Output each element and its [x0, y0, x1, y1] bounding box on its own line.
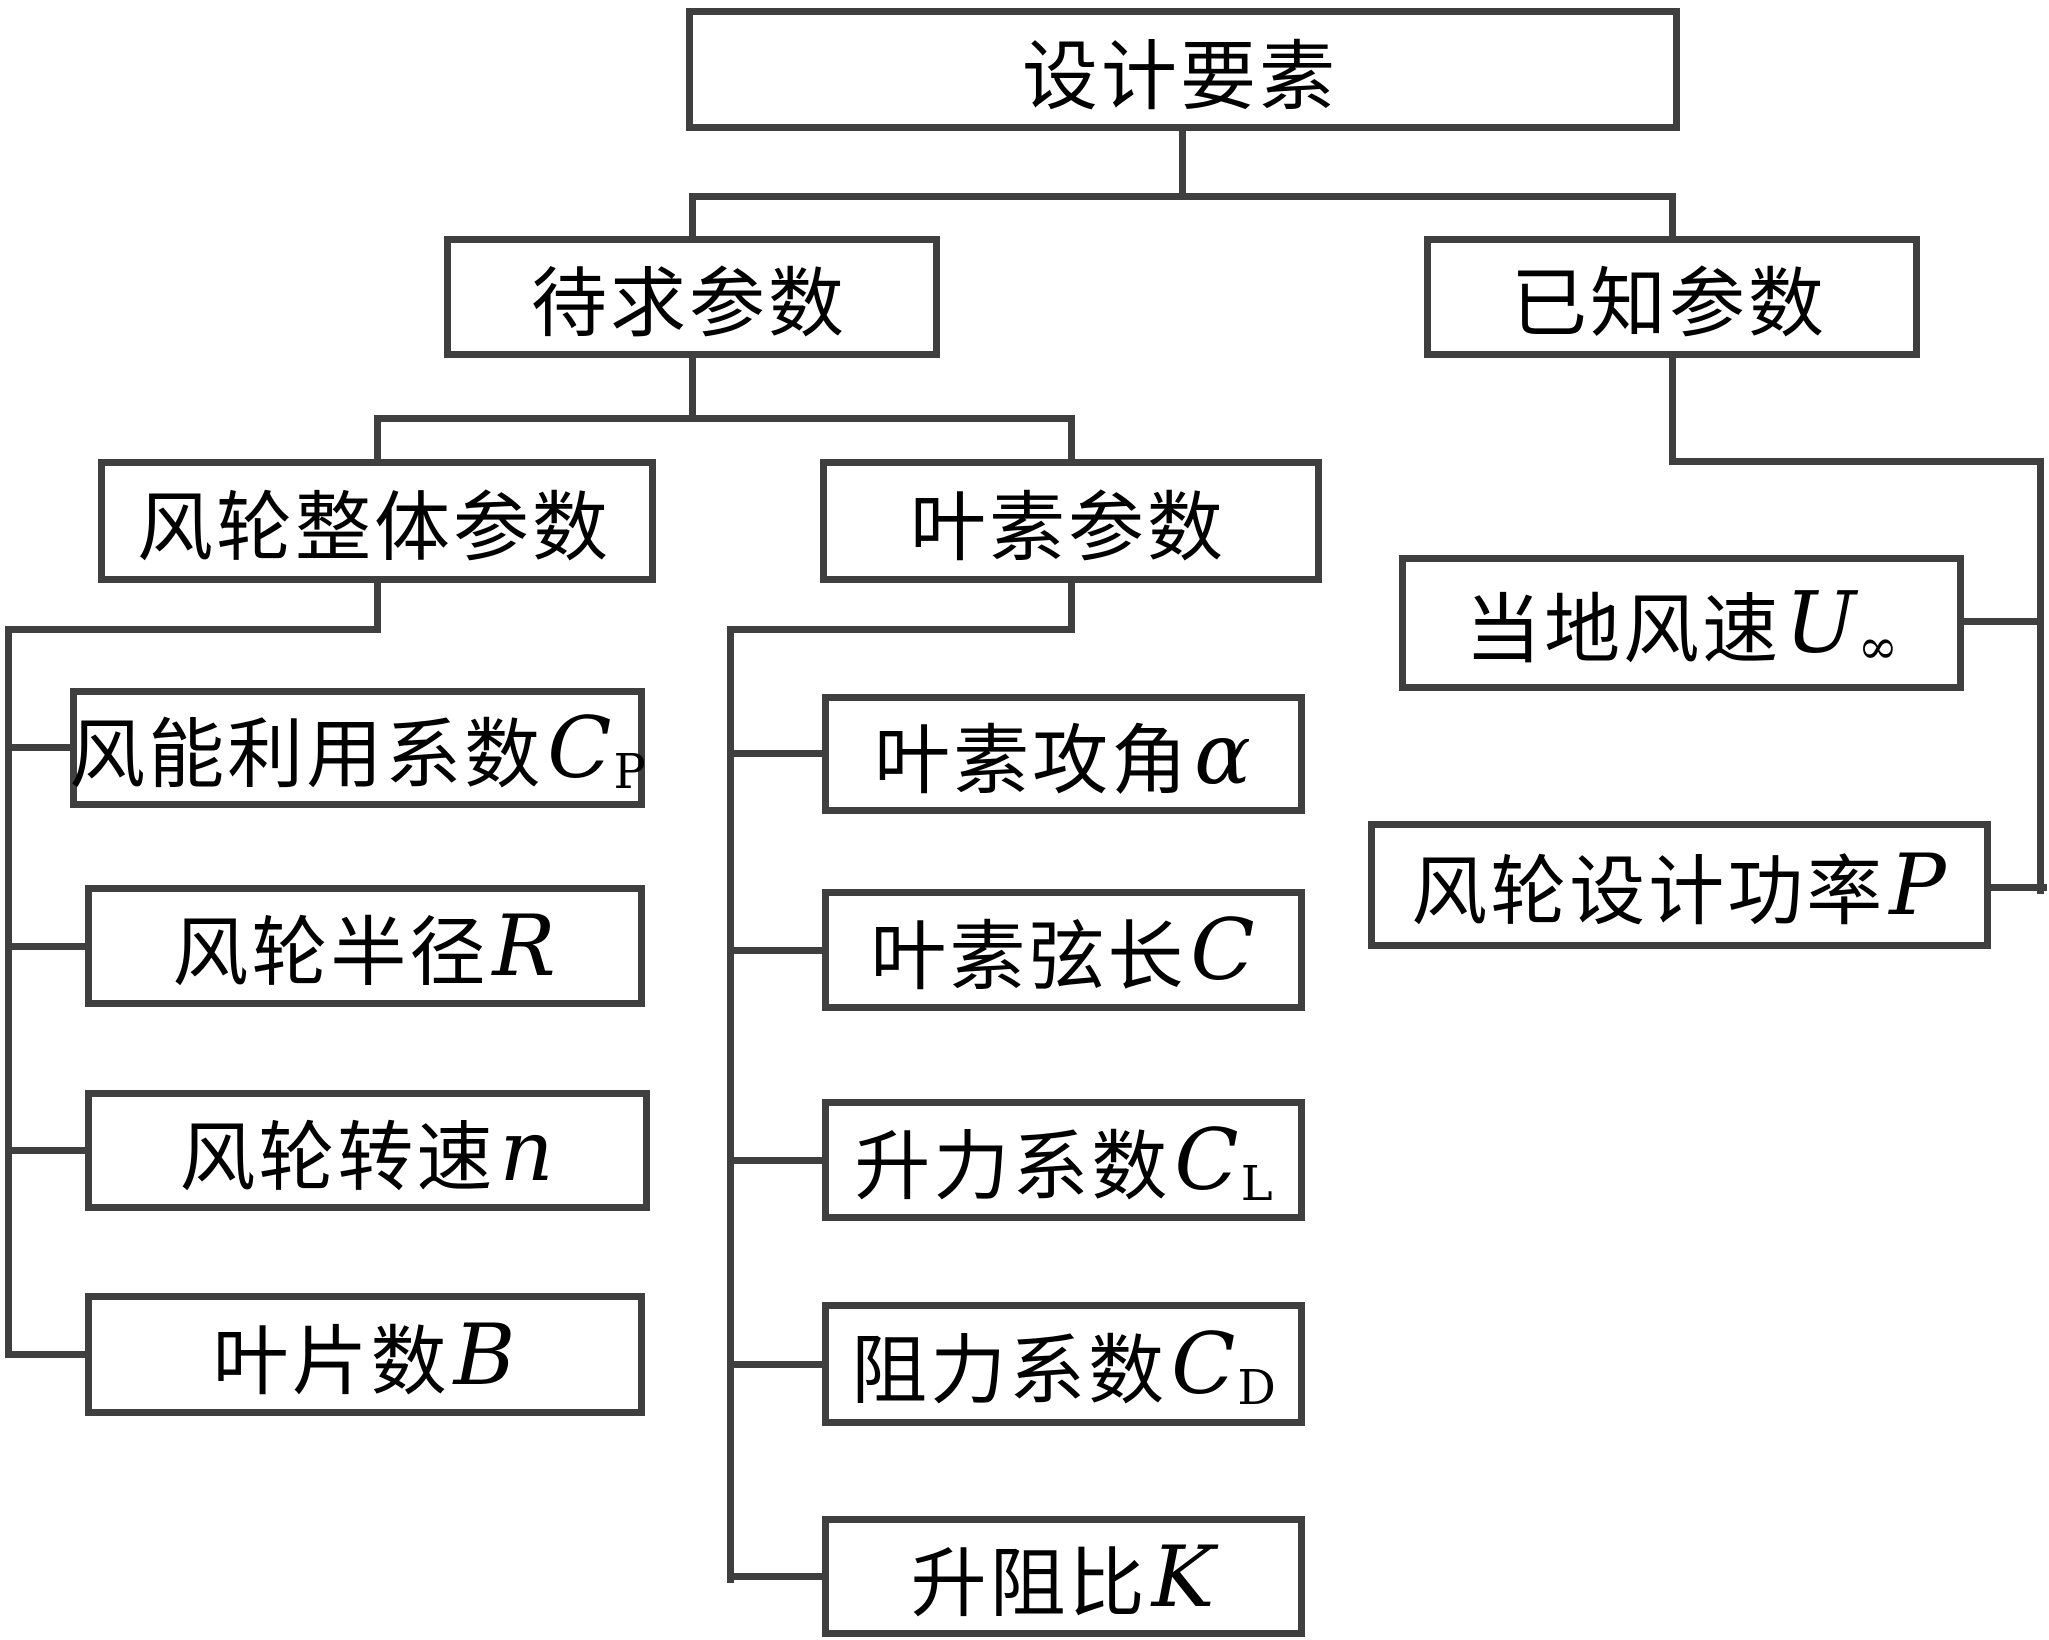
connector-middle-elbow — [727, 626, 1075, 633]
connector-unknown-drop — [689, 193, 696, 243]
node-symbol: C — [547, 699, 612, 797]
node-subscript: L — [1240, 1156, 1273, 1212]
connector-left-rail — [5, 626, 12, 1358]
node-symbol: R — [492, 897, 556, 995]
node-label: 已知参数 — [1511, 263, 1827, 347]
node-subscript: D — [1237, 1360, 1276, 1416]
node-blade-element-params: 叶素参数 — [820, 459, 1322, 583]
node-symbol: n — [499, 1101, 554, 1200]
node-design-elements: 设计要素 — [686, 8, 1680, 131]
node-label: 叶素参数 — [910, 487, 1226, 571]
connector-blade-element-drop — [1068, 415, 1075, 466]
node-symbol: α — [1194, 705, 1251, 803]
node-label: 叶素弦长 — [870, 916, 1187, 1000]
node-symbol: U — [1785, 574, 1856, 672]
node-symbol: B — [453, 1305, 516, 1404]
node-label: 阻力系数 — [851, 1330, 1168, 1414]
node-subscript: P — [613, 744, 646, 800]
node-symbol: K — [1151, 1527, 1215, 1626]
connector-stub-speed — [5, 1147, 90, 1154]
connector-stub-k — [727, 1573, 827, 1580]
node-symbol: C — [1174, 1111, 1239, 1209]
node-unknown-params: 待求参数 — [444, 236, 940, 358]
node-label: 风轮设计功率 — [1411, 851, 1886, 935]
connector-middle-rail — [727, 626, 734, 1583]
node-subscript: ∞ — [1857, 619, 1898, 675]
node-label: 风轮转速 — [179, 1116, 496, 1201]
connector-stub-local-wind — [1960, 618, 2044, 625]
connector-stub-radius — [5, 943, 90, 950]
connector-right-rail — [2037, 458, 2044, 894]
connector-known-down — [1669, 358, 1676, 465]
node-label: 风轮整体参数 — [137, 487, 611, 571]
connector-rotor-overall-drop — [374, 415, 381, 466]
connector-known-drop — [1669, 193, 1676, 243]
node-label: 设计要素 — [1022, 35, 1338, 120]
connector-level2-horizontal — [374, 415, 1075, 422]
connector-stub-design-power — [1987, 884, 2047, 891]
node-label: 升力系数 — [854, 1126, 1171, 1210]
connector-left-elbow — [5, 626, 381, 633]
connector-stub-blades — [5, 1351, 90, 1358]
node-symbol: C — [1190, 901, 1255, 999]
connector-stub-cp — [5, 744, 75, 751]
connector-right-horizontal — [1669, 458, 2044, 465]
connector-level1-horizontal — [689, 193, 1676, 200]
connector-unknown-down — [689, 358, 696, 422]
node-label: 风轮半径 — [172, 912, 489, 996]
connector-root-drop — [1179, 130, 1186, 200]
node-label: 叶素攻角 — [874, 720, 1191, 804]
node-label: 当地风速 — [1465, 589, 1782, 673]
node-symbol: C — [1171, 1315, 1236, 1413]
connector-stub-chord — [727, 947, 827, 954]
node-label: 升阻比 — [910, 1542, 1148, 1627]
connector-stub-cd — [727, 1361, 827, 1368]
node-label: 风能利用系数 — [69, 714, 544, 798]
connector-stub-alpha — [727, 750, 827, 757]
connector-blade-element-down — [1068, 583, 1075, 633]
node-label: 叶片数 — [212, 1320, 450, 1405]
connector-rotor-overall-down — [374, 583, 381, 633]
node-label: 待求参数 — [531, 263, 847, 347]
node-rotor-overall-params: 风轮整体参数 — [98, 459, 656, 583]
node-symbol: P — [1889, 836, 1946, 934]
connector-stub-cl — [727, 1157, 827, 1164]
node-known-params: 已知参数 — [1424, 236, 1920, 358]
